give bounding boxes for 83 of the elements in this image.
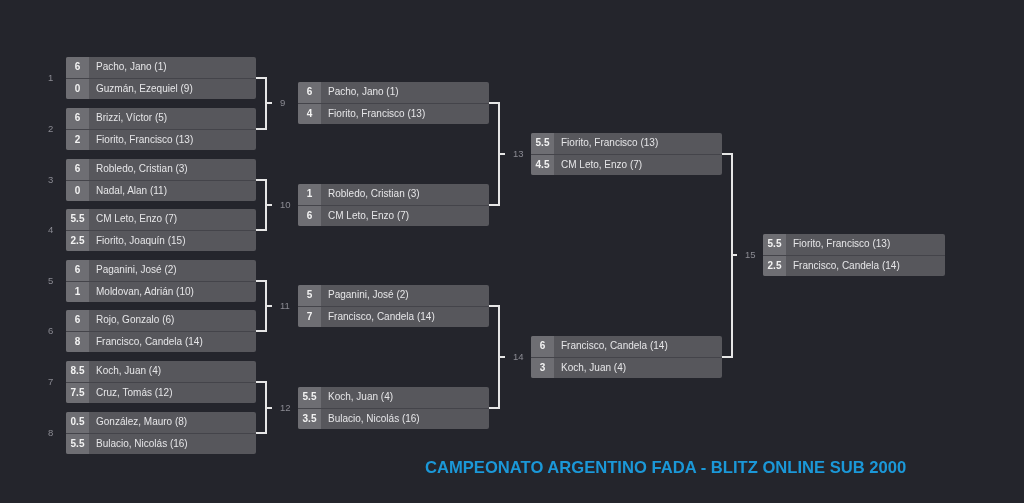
bracket-line	[488, 356, 506, 409]
player-name: Guzmán, Ezequiel (9)	[96, 82, 193, 96]
player-name: Fiorito, Francisco (13)	[328, 107, 426, 121]
score: 4.5	[531, 155, 554, 175]
player-name: Bulacio, Nicolás (16)	[96, 437, 188, 451]
player-name: CM Leto, Enzo (7)	[96, 212, 178, 226]
bracket-line	[488, 153, 506, 206]
player-name: Pacho, Jano (1)	[96, 60, 167, 74]
player-name: Koch, Juan (4)	[561, 361, 627, 375]
bracket-line	[255, 305, 273, 332]
match-number: 12	[280, 402, 292, 414]
player-name: González, Mauro (8)	[96, 415, 188, 429]
score: 5.5	[531, 133, 554, 154]
score: 0	[66, 79, 89, 99]
bracket-line	[255, 204, 273, 231]
match-number: 11	[280, 300, 291, 312]
match-number: 8	[48, 427, 55, 439]
score: 6	[531, 336, 554, 357]
score: 6	[66, 260, 89, 281]
player-name: Moldovan, Adrián (10)	[96, 285, 194, 299]
score: 5.5	[66, 209, 89, 230]
score: 2	[66, 130, 89, 150]
player-name: Koch, Juan (4)	[96, 364, 162, 378]
score: 5.5	[763, 234, 786, 255]
match-number: 7	[48, 376, 55, 388]
match-number: 9	[280, 97, 287, 109]
score: 0.5	[66, 412, 89, 433]
bracket-line	[255, 102, 273, 130]
match-number: 15	[745, 249, 757, 261]
player-name: Paganini, José (2)	[328, 288, 409, 302]
score: 8	[66, 332, 89, 352]
score: 6	[66, 310, 89, 331]
score: 5.5	[66, 434, 89, 454]
match-number: 5	[48, 275, 55, 287]
player-name: Brizzi, Víctor (5)	[96, 111, 168, 125]
score: 1	[298, 184, 321, 205]
score: 6	[66, 108, 89, 129]
score: 1	[66, 282, 89, 302]
score: 7.5	[66, 383, 89, 403]
score: 6	[66, 57, 89, 78]
bracket-line	[721, 254, 738, 358]
match-number: 14	[513, 351, 525, 363]
match-number: 2	[48, 123, 55, 135]
player-name: CM Leto, Enzo (7)	[328, 209, 410, 223]
score: 6	[298, 206, 321, 226]
player-name: Bulacio, Nicolás (16)	[328, 412, 420, 426]
player-name: Nadal, Alan (11)	[96, 184, 167, 198]
player-name: Robledo, Cristian (3)	[328, 187, 420, 201]
player-name: Fiorito, Joaquín (15)	[96, 234, 186, 248]
score: 6	[298, 82, 321, 103]
match-number: 10	[280, 199, 292, 211]
player-name: CM Leto, Enzo (7)	[561, 158, 643, 172]
player-name: Fiorito, Francisco (13)	[561, 136, 659, 150]
score: 8.5	[66, 361, 89, 382]
score: 5.5	[298, 387, 321, 408]
score: 2.5	[66, 231, 89, 251]
score: 3.5	[298, 409, 321, 429]
player-name: Francisco, Candela (14)	[96, 335, 203, 349]
match-number: 4	[48, 224, 55, 236]
player-name: Fiorito, Francisco (13)	[793, 237, 891, 251]
score: 5	[298, 285, 321, 306]
match-number: 6	[48, 325, 55, 337]
score: 0	[66, 181, 89, 201]
match-number: 1	[48, 72, 55, 84]
match-number: 13	[513, 148, 525, 160]
player-name: Cruz, Tomás (12)	[96, 386, 173, 400]
score: 2.5	[763, 256, 786, 276]
player-name: Francisco, Candela (14)	[561, 339, 668, 353]
score: 4	[298, 104, 321, 124]
player-name: Robledo, Cristian (3)	[96, 162, 188, 176]
score: 3	[531, 358, 554, 378]
score: 7	[298, 307, 321, 327]
player-name: Fiorito, Francisco (13)	[96, 133, 194, 147]
match-number: 3	[48, 174, 55, 186]
player-name: Koch, Juan (4)	[328, 390, 394, 404]
player-name: Rojo, Gonzalo (6)	[96, 313, 175, 327]
score: 6	[66, 159, 89, 180]
player-name: Francisco, Candela (14)	[328, 310, 435, 324]
player-name: Pacho, Jano (1)	[328, 85, 399, 99]
player-name: Francisco, Candela (14)	[793, 259, 900, 273]
bracket-line	[255, 407, 273, 434]
player-name: Paganini, José (2)	[96, 263, 177, 277]
title: CAMPEONATO ARGENTINO FADA - BLITZ ONLINE SUB 2000	[425, 458, 907, 478]
